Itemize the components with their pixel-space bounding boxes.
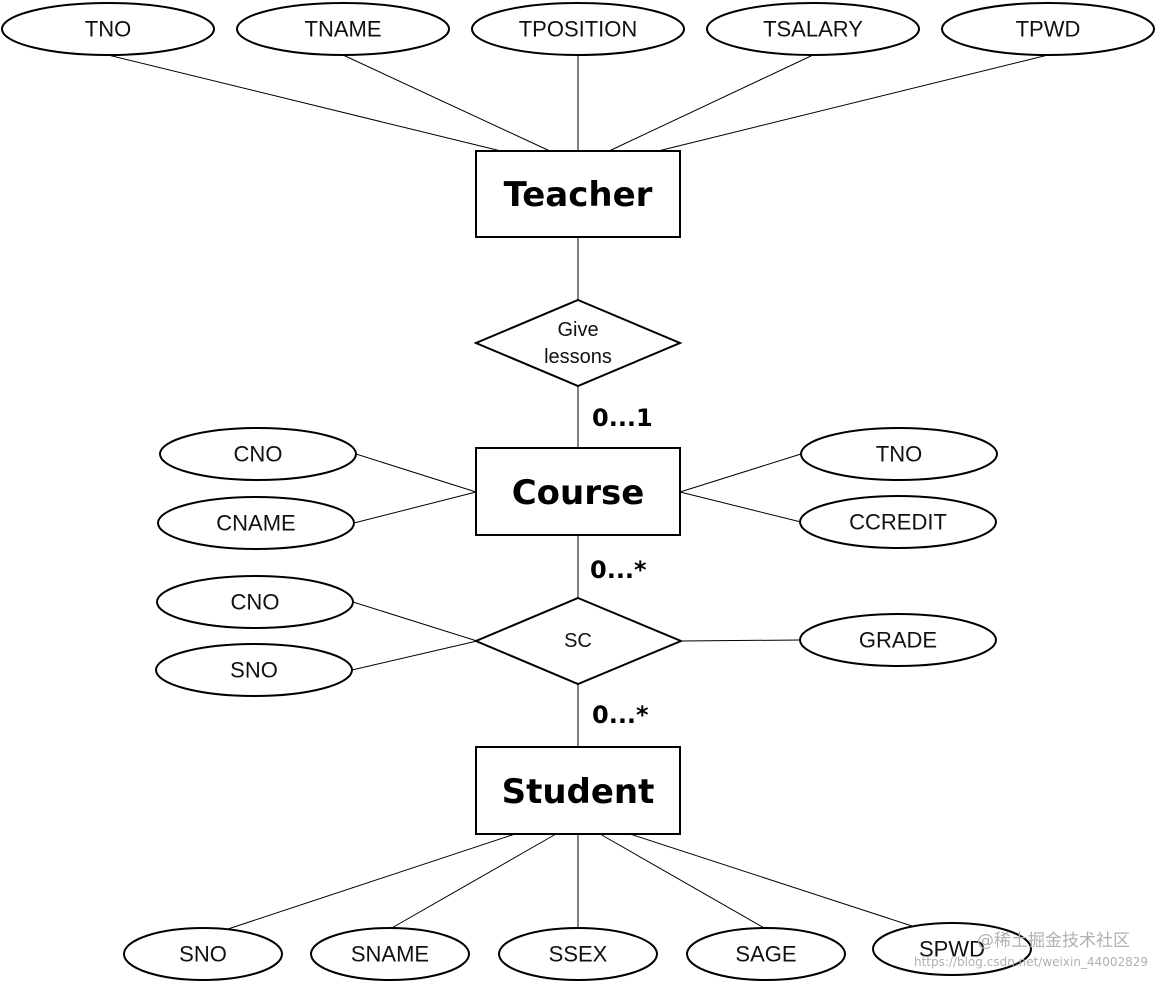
edge-sc-cno <box>352 601 478 642</box>
attribute-sage: SAGE <box>686 927 846 981</box>
entity-label: Teacher <box>504 175 653 215</box>
attribute-label: SNAME <box>351 942 429 967</box>
watermark: @稀土掘金技术社区 https://blog.csdn.net/weixin_4… <box>914 931 1148 969</box>
edge-course-cname <box>353 491 477 524</box>
relationship-sc: SC <box>473 596 684 686</box>
edge-teacher-tno <box>107 54 506 153</box>
attribute-label: TPWD <box>1016 17 1081 42</box>
attribute-label: CNO <box>231 590 280 615</box>
attribute-label: SNO <box>230 658 278 683</box>
edge-student-spwd <box>629 833 913 927</box>
attribute-tno: TNO <box>1 2 215 56</box>
attribute-tposition: TPOSITION <box>471 2 685 56</box>
cardinality-sc-student: 0...* <box>592 701 649 729</box>
course-attributes: CNO CNAME TNO CCREDIT <box>157 427 998 550</box>
edge-student-sage <box>599 833 767 930</box>
attribute-sc-sno: SNO <box>155 643 353 697</box>
attribute-student-sno: SNO <box>123 927 283 981</box>
attribute-sname: SNAME <box>310 927 470 981</box>
attribute-tpwd: TPWD <box>941 2 1155 56</box>
relationship-label-line2: lessons <box>544 346 612 368</box>
attribute-ccredit: CCREDIT <box>799 495 997 549</box>
attribute-label: CCREDIT <box>849 510 947 535</box>
relationship-label: SC <box>564 630 592 652</box>
attribute-tname: TNAME <box>236 2 450 56</box>
attribute-label: TNAME <box>305 17 382 42</box>
edge-course-ccredit <box>679 491 802 523</box>
entity-course: Course <box>475 447 681 536</box>
relationship-give-lessons: Give lessons <box>473 298 683 388</box>
attribute-label: SNO <box>179 942 227 967</box>
edge-course-cno <box>355 453 477 493</box>
attribute-cno: CNO <box>159 427 357 481</box>
edge-course-tno <box>679 453 802 493</box>
attribute-label: TNO <box>876 442 922 467</box>
watermark-line1: @稀土掘金技术社区 <box>977 931 1130 951</box>
watermark-line2: https://blog.csdn.net/weixin_44002829 <box>914 955 1148 969</box>
attribute-tsalary: TSALARY <box>706 2 920 56</box>
cardinality-teacher-course: 0...1 <box>592 404 653 432</box>
attribute-label: TNO <box>85 17 131 42</box>
attribute-label: SAGE <box>735 942 796 967</box>
attribute-course-tno: TNO <box>800 427 998 481</box>
attribute-ssex: SSEX <box>498 927 658 981</box>
attribute-label: SSEX <box>549 942 608 967</box>
sc-attributes: CNO SNO GRADE <box>155 575 997 697</box>
attribute-sc-cno: CNO <box>156 575 354 629</box>
attribute-cname: CNAME <box>157 496 355 550</box>
attribute-label: GRADE <box>859 628 937 653</box>
edge-student-sno <box>227 833 516 930</box>
edge-sc-grade <box>680 639 801 642</box>
edge-sc-sno <box>351 640 478 671</box>
attribute-label: CNAME <box>216 511 295 536</box>
connector-lines <box>107 54 1049 930</box>
edge-teacher-tname <box>342 54 553 153</box>
student-attributes: SNO SNAME SSEX SAGE SPWD <box>123 922 1032 981</box>
attribute-label: TPOSITION <box>519 17 638 42</box>
entity-label: Course <box>512 473 645 513</box>
entity-teacher: Teacher <box>475 150 681 238</box>
edge-student-sname <box>389 833 557 930</box>
edge-teacher-tsalary <box>606 54 814 153</box>
attribute-label: TSALARY <box>763 17 863 42</box>
entity-label: Student <box>502 772 655 812</box>
attribute-label: SPWD <box>919 937 985 962</box>
edge-teacher-tpwd <box>653 54 1049 153</box>
relationship-label-line1: Give <box>557 319 598 341</box>
attribute-spwd: SPWD <box>872 922 1032 976</box>
attribute-label: CNO <box>234 442 283 467</box>
teacher-attributes: TNO TNAME TPOSITION TSALARY TPWD <box>1 2 1155 56</box>
entity-student: Student <box>475 746 681 835</box>
cardinality-course-sc: 0...* <box>590 556 647 584</box>
attribute-grade: GRADE <box>799 613 997 667</box>
